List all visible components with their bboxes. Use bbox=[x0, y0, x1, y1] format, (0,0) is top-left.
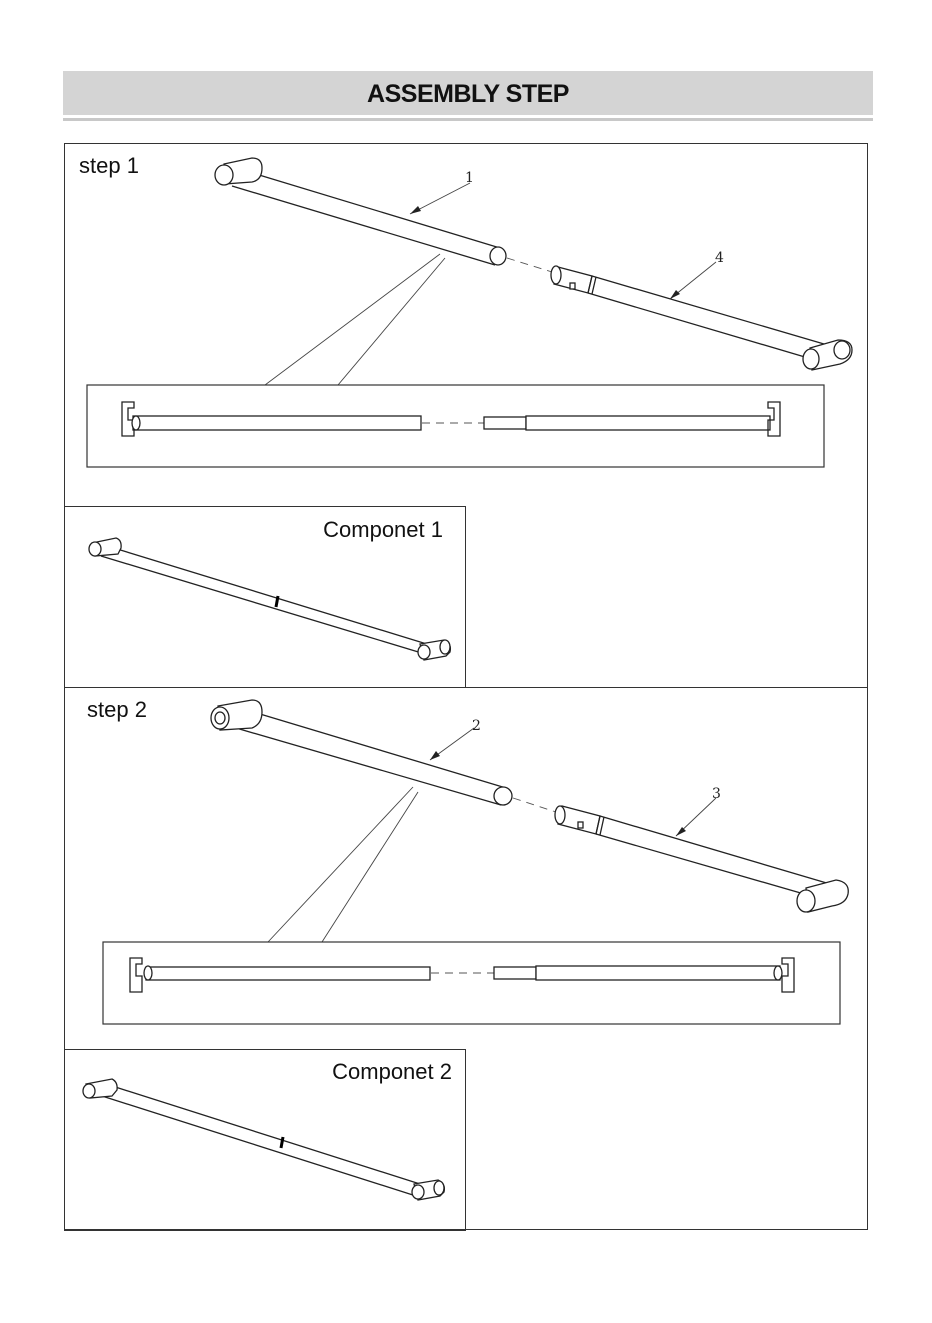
part-number-2: 2 bbox=[472, 718, 481, 734]
step-2-zoom-callout bbox=[103, 787, 840, 1024]
step-1-tube-4 bbox=[551, 266, 852, 370]
part-number-3: 3 bbox=[712, 786, 721, 802]
part-number-1: 1 bbox=[465, 170, 474, 186]
step-2-tube-2 bbox=[211, 700, 512, 805]
step-2-tube-3 bbox=[555, 806, 848, 912]
step-1-join-line bbox=[507, 258, 552, 272]
step-1-leader-4: 4 bbox=[670, 250, 724, 299]
component-2-assembly bbox=[83, 1079, 444, 1200]
step-2-leader-3: 3 bbox=[676, 786, 721, 836]
step-2-leader-2: 2 bbox=[430, 718, 481, 760]
step-1-zoom-callout bbox=[87, 254, 824, 467]
step-1-tube-1 bbox=[215, 158, 506, 265]
part-number-4: 4 bbox=[715, 250, 724, 266]
step-2-join-line bbox=[513, 798, 556, 812]
component-1-assembly bbox=[89, 538, 450, 660]
step-1-leader-1: 1 bbox=[410, 170, 474, 214]
